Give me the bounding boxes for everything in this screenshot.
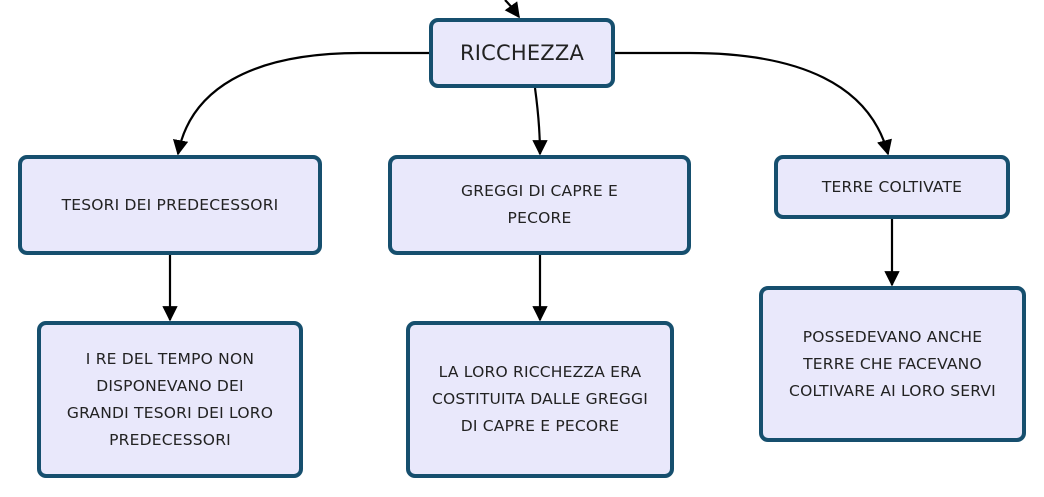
detail-text: POSSEDEVANO ANCHE TERRE CHE FACEVANO COL… [789, 327, 996, 400]
root-label: RICCHEZZA [459, 40, 585, 65]
branch-label: GREGGI DI CAPRE E PECORE [461, 182, 618, 227]
detail-text: LA LORO RICCHEZZA ERA COSTITUITA DALLE G… [431, 363, 649, 435]
branch-label: TESORI DEI PREDECESSORI [61, 195, 279, 214]
connector-incoming [504, 0, 520, 19]
detail-node-greggi[interactable]: LA LORO RICCHEZZA ERA COSTITUITA DALLE G… [406, 321, 674, 478]
connector-root-branch-1 [172, 51, 429, 156]
branch-node-terre[interactable]: TERRE COLTIVATE [774, 155, 1010, 219]
detail-node-tesori[interactable]: I RE DEL TEMPO NON DISPONEVANO DEI GRAND… [37, 321, 303, 478]
branch-node-tesori[interactable]: TESORI DEI PREDECESSORI [18, 155, 322, 255]
root-node-ricchezza[interactable]: RICCHEZZA [429, 18, 615, 88]
connector-root-branch-3 [614, 51, 892, 156]
detail-text: I RE DEL TEMPO NON DISPONEVANO DEI GRAND… [66, 349, 274, 449]
detail-node-terre[interactable]: POSSEDEVANO ANCHE TERRE CHE FACEVANO COL… [759, 286, 1026, 442]
connector-root-branch-2 [532, 87, 548, 156]
branch-label: TERRE COLTIVATE [821, 177, 963, 196]
branch-node-greggi[interactable]: GREGGI DI CAPRE E PECORE [388, 155, 691, 255]
